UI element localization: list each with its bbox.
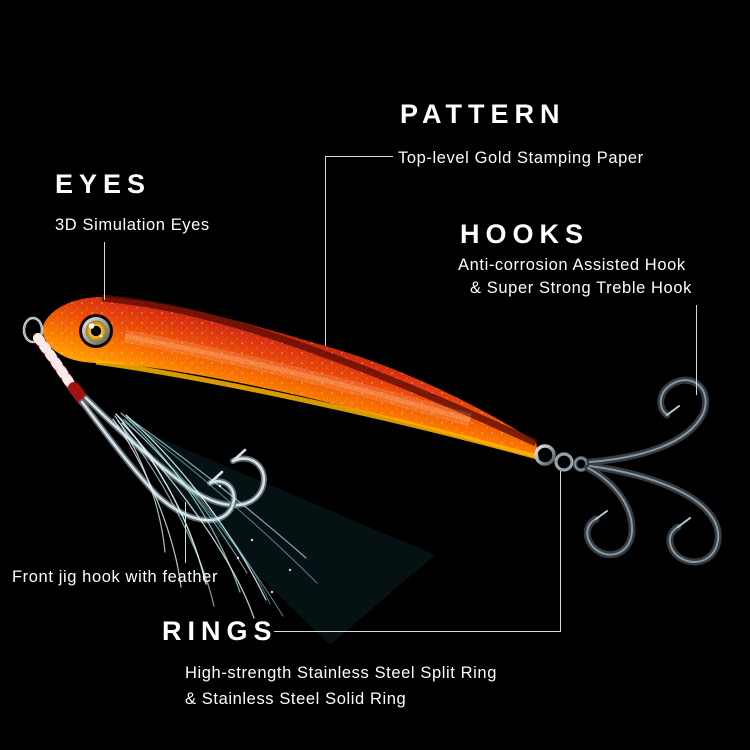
hooks-description-line2: & Super Strong Treble Hook	[470, 279, 692, 297]
pattern-title: PATTERN	[400, 99, 566, 129]
assist-cord	[33, 333, 90, 407]
nose-ring	[22, 316, 44, 344]
rings-callout-line-horizontal	[274, 631, 560, 632]
rings-description: High-strength Stainless Steel Split Ring…	[185, 660, 497, 712]
pattern-callout-line-horizontal	[325, 156, 393, 157]
rings-callout-line-vertical	[560, 471, 561, 632]
hooks-description: Anti-corrosion Assisted Hook & Super Str…	[458, 254, 692, 300]
rings-title: RINGS	[162, 616, 278, 646]
eyes-callout-line	[104, 242, 105, 300]
eyes-description: 3D Simulation Eyes	[55, 216, 210, 234]
lure-body	[42, 294, 539, 460]
hooks-title: HOOKS	[460, 219, 590, 249]
feather	[112, 412, 318, 619]
front-hook-callout-line	[185, 502, 186, 563]
eyes-title: EYES	[55, 169, 152, 199]
front-hook-description: Front jig hook with feather	[12, 568, 219, 586]
hooks-callout-line	[696, 305, 697, 395]
split-ring	[534, 444, 589, 472]
front-jig-hook	[79, 395, 267, 524]
lure-eye	[79, 314, 113, 348]
pattern-callout-line-vertical	[325, 156, 326, 346]
hooks-description-line1: Anti-corrosion Assisted Hook	[458, 256, 686, 274]
treble-hook	[583, 376, 722, 566]
rings-description-line1: High-strength Stainless Steel Split Ring	[185, 664, 497, 682]
pattern-description: Top-level Gold Stamping Paper	[398, 149, 644, 167]
rings-description-line2: & Stainless Steel Solid Ring	[185, 690, 407, 708]
